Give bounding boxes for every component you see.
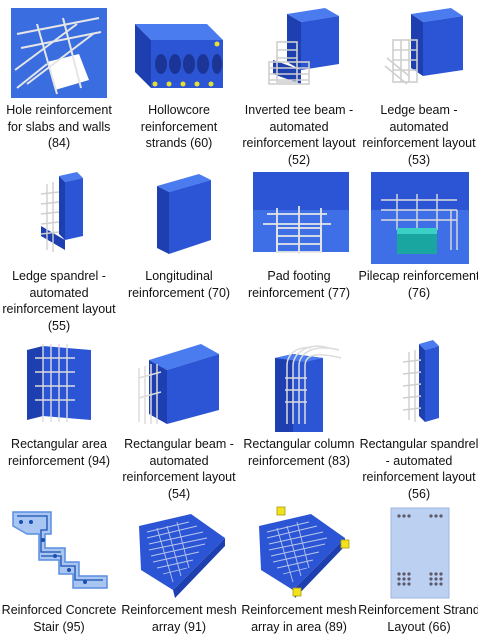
rectangular-beam-icon <box>120 338 238 434</box>
rectangular-spandrel-icon <box>360 338 478 434</box>
component-label: Pilecap reinforcement (76) <box>358 269 478 300</box>
mesh-array-icon <box>120 504 238 600</box>
component-label: Reinforced Concrete Stair (95) <box>1 603 117 634</box>
component-label: Inverted tee beam - automated reinforcem… <box>242 103 356 167</box>
component-label: Rectangular spandrel - automated reinfor… <box>359 437 478 501</box>
inverted-tee-beam-icon <box>240 4 358 100</box>
concrete-stair-icon <box>0 504 118 600</box>
hole-reinforcement-icon <box>0 4 118 100</box>
ledge-spandrel-icon <box>0 170 118 266</box>
rectangular-column-icon <box>240 338 358 434</box>
component-label: Rectangular beam - automated reinforceme… <box>122 437 236 501</box>
component-label: Ledge beam - automated reinforcement lay… <box>362 103 476 167</box>
hollowcore-strands-icon <box>120 4 238 100</box>
component-label: Rectangular column reinforcement (83) <box>243 437 355 468</box>
mesh-array-area-icon <box>240 504 358 600</box>
component-label: Reinforcement mesh array (91) <box>121 603 237 634</box>
component-label: Rectangular area reinforcement (94) <box>7 437 111 468</box>
pilecap-icon <box>360 170 478 266</box>
component-label: Pad footing reinforcement (77) <box>247 269 351 300</box>
component-label: Reinforcement mesh array in area (89) <box>241 603 357 634</box>
longitudinal-reinforcement-icon <box>120 170 238 266</box>
ledge-beam-icon <box>360 4 478 100</box>
rectangular-area-icon <box>0 338 118 434</box>
component-label: Hollowcore reinforcement strands (60) <box>140 103 218 150</box>
component-label: Longitudinal reinforcement (70) <box>127 269 231 300</box>
component-label: Ledge spandrel - automated reinforcement… <box>2 269 116 333</box>
pad-footing-icon <box>240 170 358 266</box>
strand-layout-icon <box>360 504 478 600</box>
component-label: Reinforcement Strand Layout (66) <box>358 603 478 634</box>
component-label: Hole reinforcement for slabs and walls (… <box>6 103 112 150</box>
